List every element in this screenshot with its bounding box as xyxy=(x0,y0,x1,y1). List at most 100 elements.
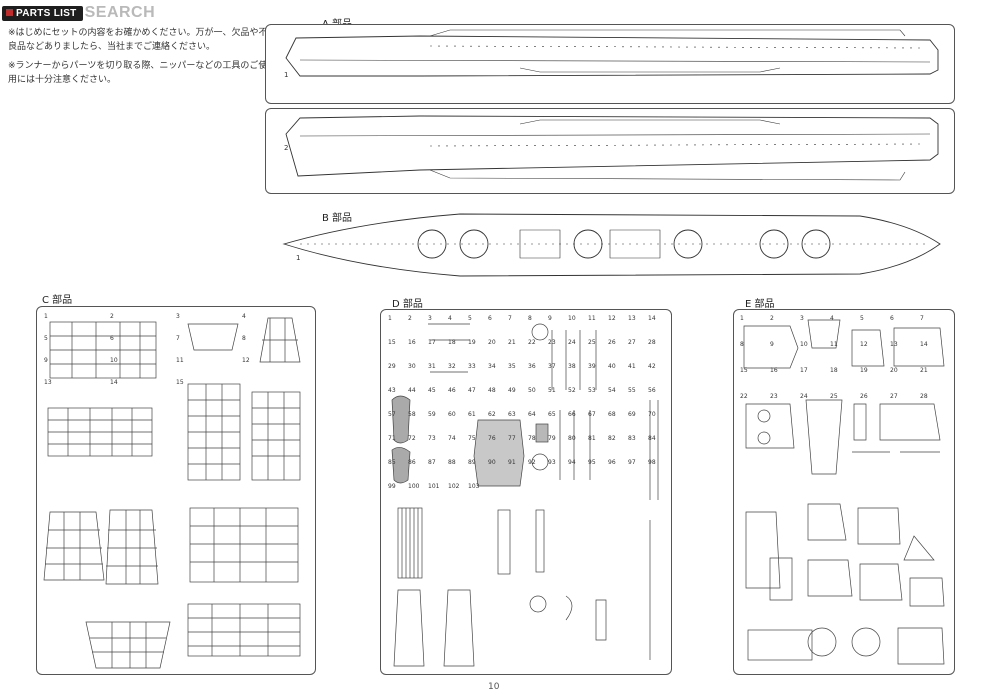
part-number: 21 xyxy=(920,367,928,374)
part-number: 103 xyxy=(468,483,480,490)
site-logo[interactable]: PARTS LIST SEARCH xyxy=(2,4,155,22)
part-number: 47 xyxy=(468,387,476,394)
part-number: 71 xyxy=(388,435,396,442)
part-number: 29 xyxy=(388,363,396,370)
part-number: 17 xyxy=(800,367,808,374)
part-number: 16 xyxy=(408,339,416,346)
part-number: 15 xyxy=(388,339,396,346)
part-number: 4 xyxy=(242,313,246,320)
part-number: 13 xyxy=(44,379,52,386)
part-number: 22 xyxy=(528,339,536,346)
part-number: 1 xyxy=(388,315,392,322)
runner-e-frame xyxy=(733,309,955,675)
part-number: 6 xyxy=(890,315,894,322)
part-number: 8 xyxy=(528,315,532,322)
runner-e-parts xyxy=(743,319,945,665)
part-number: 20 xyxy=(488,339,496,346)
part-number: 2 xyxy=(110,313,114,320)
part-number: 3 xyxy=(800,315,804,322)
part-number: 13 xyxy=(890,341,898,348)
part-number: 11 xyxy=(830,341,838,348)
part-number: 22 xyxy=(740,393,748,400)
part-number: 4 xyxy=(830,315,834,322)
part-number: 2 xyxy=(770,315,774,322)
part-number: 10 xyxy=(568,315,576,322)
part-number: 89 xyxy=(468,459,476,466)
page-number: 10 xyxy=(488,682,500,692)
part-number: 60 xyxy=(448,411,456,418)
part-number: 14 xyxy=(920,341,928,348)
part-number: 73 xyxy=(428,435,436,442)
part-number: 7 xyxy=(176,335,180,342)
part-number: 62 xyxy=(488,411,496,418)
part-number: 35 xyxy=(508,363,516,370)
part-number: 36 xyxy=(528,363,536,370)
part-number: 30 xyxy=(408,363,416,370)
part-number: 8 xyxy=(242,335,246,342)
part-number: 50 xyxy=(528,387,536,394)
part-number: 2 xyxy=(284,144,288,152)
part-number: 11 xyxy=(588,315,596,322)
parts-list-badge: PARTS LIST xyxy=(2,5,83,21)
part-number: 96 xyxy=(608,459,616,466)
part-number: 1 xyxy=(296,254,300,262)
part-number: 86 xyxy=(408,459,416,466)
part-number: 27 xyxy=(890,393,898,400)
part-number: 26 xyxy=(608,339,616,346)
part-number: 27 xyxy=(628,339,636,346)
part-number: 12 xyxy=(242,357,250,364)
part-number: 26 xyxy=(860,393,868,400)
part-number: 74 xyxy=(448,435,456,442)
part-number: 9 xyxy=(770,341,774,348)
main-deck-drawing xyxy=(282,213,941,277)
part-number: 90 xyxy=(488,459,496,466)
part-number: 18 xyxy=(830,367,838,374)
part-number: 102 xyxy=(448,483,460,490)
part-number: 53 xyxy=(588,387,596,394)
part-number: 23 xyxy=(548,339,556,346)
part-number: 11 xyxy=(176,357,184,364)
part-number: 1 xyxy=(740,315,744,322)
part-number: 45 xyxy=(428,387,436,394)
part-number: 95 xyxy=(588,459,596,466)
part-number: 87 xyxy=(428,459,436,466)
part-number: 93 xyxy=(548,459,556,466)
part-number: 58 xyxy=(408,411,416,418)
part-number: 31 xyxy=(428,363,436,370)
part-number: 88 xyxy=(448,459,456,466)
part-number: 16 xyxy=(770,367,778,374)
part-number: 85 xyxy=(388,459,396,466)
part-number: 19 xyxy=(860,367,868,374)
part-number: 7 xyxy=(508,315,512,322)
part-number: 98 xyxy=(648,459,656,466)
part-number: 34 xyxy=(488,363,496,370)
part-number: 84 xyxy=(648,435,656,442)
part-number: 77 xyxy=(508,435,516,442)
part-number: 61 xyxy=(468,411,476,418)
section-d-title: D 部品 xyxy=(392,299,423,310)
runner-d-parts xyxy=(391,323,659,667)
part-number: 56 xyxy=(648,387,656,394)
part-number: 65 xyxy=(548,411,556,418)
part-number: 12 xyxy=(608,315,616,322)
section-c-title: C 部品 xyxy=(42,295,73,306)
part-number: 6 xyxy=(488,315,492,322)
part-number: 41 xyxy=(628,363,636,370)
note-tool-caution: ※ランナーからパーツを切り取る際、ニッパーなどの工具のご使用には十分注意ください… xyxy=(8,61,268,85)
part-number: 25 xyxy=(588,339,596,346)
section-e-title: E 部品 xyxy=(745,299,775,310)
part-number: 7 xyxy=(920,315,924,322)
part-number: 54 xyxy=(608,387,616,394)
part-number: 3 xyxy=(176,313,180,320)
hull-half-starboard-drawing xyxy=(285,115,939,181)
watermark-text: SEARCH xyxy=(84,4,156,21)
part-number: 63 xyxy=(508,411,516,418)
part-number: 33 xyxy=(468,363,476,370)
part-number: 70 xyxy=(648,411,656,418)
part-number: 44 xyxy=(408,387,416,394)
part-number: 15 xyxy=(740,367,748,374)
part-number: 6 xyxy=(110,335,114,342)
part-number: 21 xyxy=(508,339,516,346)
